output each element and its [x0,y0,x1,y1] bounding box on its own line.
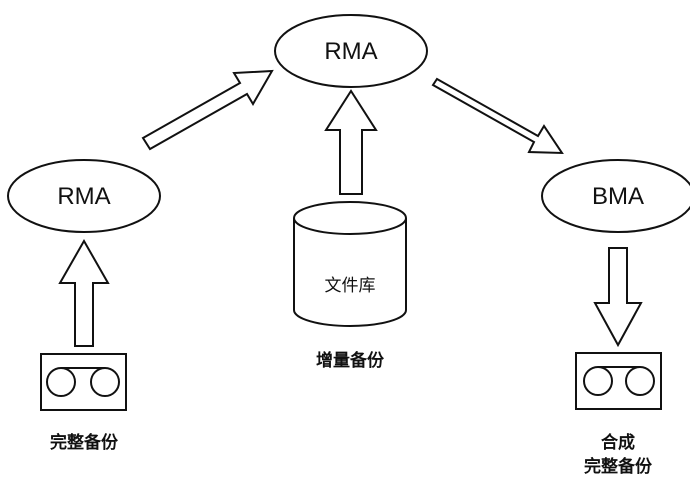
arrow-left-tape-to-rma [58,238,110,347]
rma-left-node: RMA [7,159,161,233]
tape-icon-left [40,353,127,411]
arrow-rma-top-to-bma [431,77,564,155]
full-backup-label: 完整备份 [50,432,119,453]
arrow-bma-to-tape [593,247,643,348]
file-library-label: 文件库 [325,276,376,296]
tape-icon-right [575,352,662,410]
file-library-cylinder: 文件库 [293,201,407,327]
arrow-rma-left-to-rma-top [141,69,274,151]
incremental-backup-label: 增量备份 [316,350,385,371]
rma-top-label: RMA [324,38,377,65]
bma-label: BMA [592,183,644,210]
rma-left-label: RMA [57,183,110,210]
rma-top-node: RMA [274,14,428,88]
synthesized-label-line2: 完整备份 [584,456,653,477]
bma-node: BMA [541,159,690,233]
arrow-library-to-rma-top [324,89,378,195]
synthesized-label-line1: 合成 [601,432,635,453]
